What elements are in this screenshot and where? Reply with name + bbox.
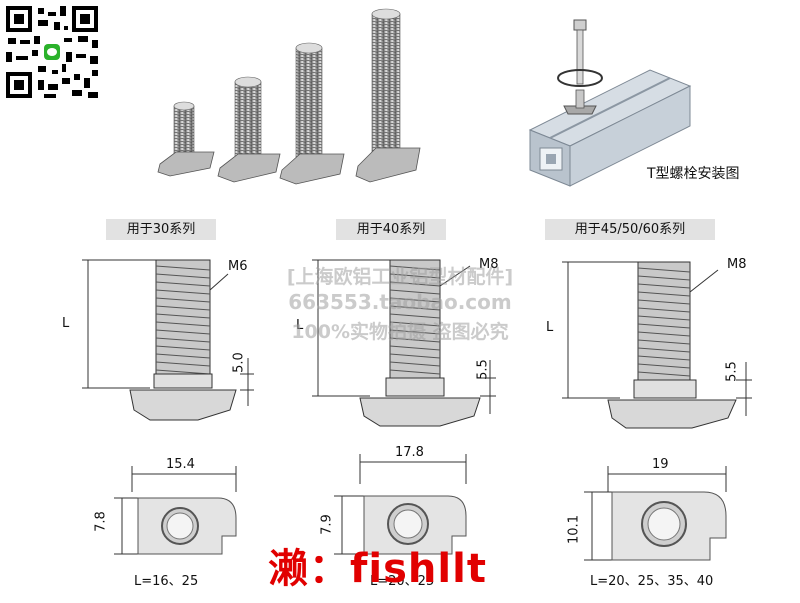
- bolt-top-drawing-30: [110, 462, 250, 562]
- bolt-side-drawing-40: [310, 250, 510, 430]
- length-label-40: L: [296, 318, 304, 333]
- watermark-notice: 100%实物拍摄 盗图必究: [291, 321, 509, 343]
- length-label-45: L: [546, 320, 554, 335]
- head-height-label-30: 5.0: [231, 352, 247, 373]
- series-label-40: 用于40系列: [336, 219, 446, 240]
- wechat-icon: [42, 42, 62, 62]
- watermark-shop-name: [上海欧铝工业铝型材配件]: [286, 266, 514, 288]
- length-label-30: L: [62, 316, 70, 331]
- bolt-top-drawing-45: [580, 462, 740, 562]
- bolt-side-drawing-45: [560, 250, 760, 430]
- head-height-label-40: 5.5: [475, 359, 491, 380]
- install-caption: T型螺栓安装图: [647, 166, 740, 182]
- lengths-label-30: L=16、25: [134, 574, 199, 589]
- lengths-label-40: L=20、25: [370, 574, 435, 589]
- head-height-label-45: 5.5: [724, 361, 740, 382]
- bolt-side-drawing-30: [80, 250, 280, 430]
- watermark-url: 663553.taobao.com: [288, 290, 512, 314]
- thread-label-30: M6: [228, 259, 248, 274]
- depth-label-40: 7.9: [319, 514, 335, 535]
- width-label-30: 15.4: [166, 457, 195, 472]
- lengths-label-45: L=20、25、35、40: [590, 574, 714, 589]
- series-label-45-50-60: 用于45/50/60系列: [545, 219, 715, 240]
- depth-label-30: 7.8: [93, 511, 109, 532]
- qr-code-icon: [4, 4, 100, 100]
- seller-contact-text: 濑：fishllt: [268, 546, 487, 592]
- installation-diagram: [520, 10, 700, 190]
- depth-label-45: 10.1: [566, 515, 582, 544]
- width-label-45: 19: [652, 457, 669, 472]
- bolt-top-drawing-40: [330, 450, 480, 562]
- width-label-40: 17.8: [395, 445, 424, 460]
- thread-label-45: M8: [727, 257, 747, 272]
- series-label-30: 用于30系列: [106, 219, 216, 240]
- t-bolt-product-photo: [150, 6, 435, 196]
- thread-label-40: M8: [479, 257, 499, 272]
